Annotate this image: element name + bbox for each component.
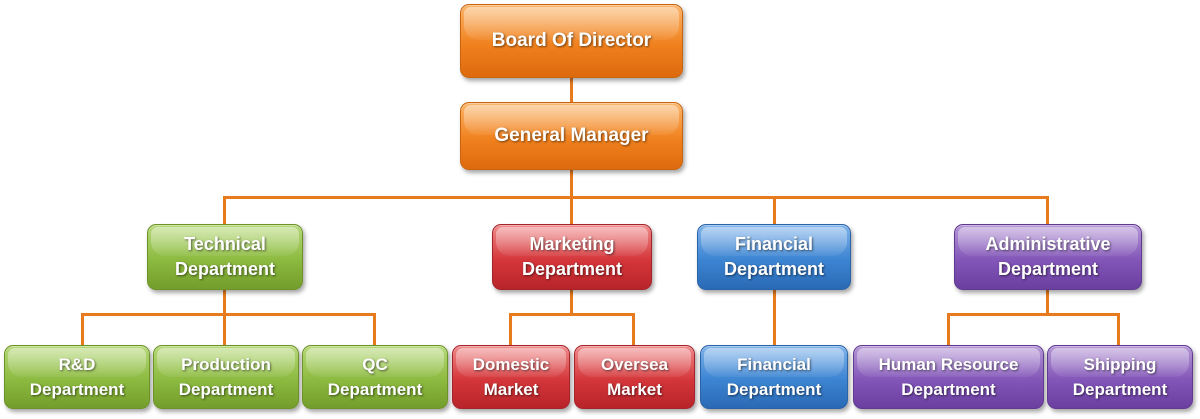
connector-hr-drop — [947, 313, 950, 347]
board-of-director-label: Board Of Director — [491, 30, 652, 51]
general-manager-label: General Manager — [494, 125, 649, 146]
connector-technical-bus — [81, 313, 376, 316]
connector-dept-bus — [223, 196, 1049, 199]
connector-oversea-drop — [632, 313, 635, 347]
connector-technical-drop — [223, 196, 226, 226]
connector-shipping-drop — [1117, 313, 1120, 347]
connector-administrative-drop — [1046, 196, 1049, 226]
connector-marketing-bus — [509, 313, 635, 316]
connector-manager-down — [570, 170, 573, 198]
connector-financial-drop — [773, 196, 776, 226]
board-of-director-box[interactable]: Board Of Director — [460, 4, 683, 78]
connector-rd-drop — [81, 313, 84, 347]
connector-marketing-down — [570, 289, 573, 315]
connector-board-manager — [570, 78, 573, 104]
connector-marketing-drop — [570, 196, 573, 226]
connector-administrative-down — [1046, 289, 1049, 315]
connector-production-drop — [223, 313, 226, 347]
connector-financial-down — [773, 289, 776, 347]
general-manager-box[interactable]: General Manager — [460, 102, 683, 170]
connector-administrative-bus — [947, 313, 1120, 316]
connector-qc-drop — [373, 313, 376, 347]
connector-domestic-drop — [509, 313, 512, 347]
connector-technical-down — [223, 289, 226, 315]
